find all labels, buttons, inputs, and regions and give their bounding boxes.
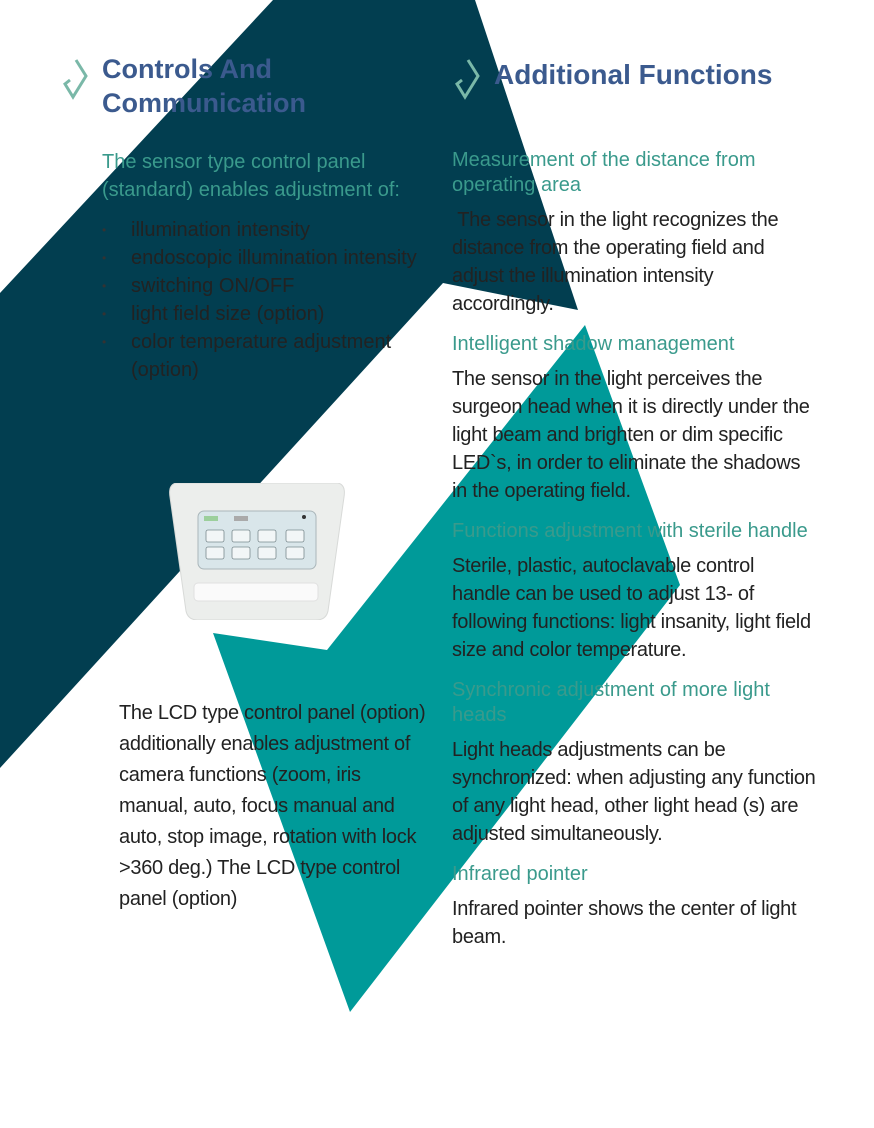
function-heading: Infrared pointer — [452, 863, 588, 885]
diamond-bullet-icon — [455, 59, 480, 100]
function-text: The sensor in the light perceives the su… — [452, 368, 810, 502]
function-text: Light heads adjustments can be synchroni… — [452, 739, 816, 845]
lcd-panel-description: The LCD type control panel (option) addi… — [119, 702, 426, 910]
function-section: Measurement of the distance from operati… — [452, 148, 817, 318]
section-title-additional: Additional Functions — [494, 59, 773, 90]
intro-text: The sensor type control panel (standard)… — [102, 151, 400, 201]
diamond-bullet-icon — [63, 59, 88, 100]
list-item: illumination intensity — [102, 216, 422, 244]
feature-list: illumination intensity endoscopic illumi… — [102, 216, 422, 384]
additional-functions-list: Measurement of the distance from operati… — [452, 148, 817, 965]
function-heading: Synchronic adjustment of more light head… — [452, 679, 770, 726]
list-item: endoscopic illumination intensity — [102, 244, 422, 272]
section-title-controls: Controls And Communication — [102, 54, 307, 118]
function-heading: Functions adjustment with sterile handle — [452, 520, 808, 542]
function-text: Sterile, plastic, autoclavable control h… — [452, 555, 811, 661]
function-section: Infrared pointer Infrared pointer shows … — [452, 862, 817, 951]
function-section: Functions adjustment with sterile handle… — [452, 519, 817, 664]
control-panel-image — [168, 482, 346, 621]
function-text: Infrared pointer shows the center of lig… — [452, 898, 797, 948]
function-heading: Intelligent shadow management — [452, 333, 735, 355]
list-item: light field size (option) — [102, 300, 422, 328]
list-item: switching ON/OFF — [102, 272, 422, 300]
function-section: Synchronic adjustment of more light head… — [452, 678, 817, 848]
function-text: The sensor in the light recognizes the d… — [452, 209, 784, 315]
function-heading: Measurement of the distance from operati… — [452, 149, 756, 196]
list-item: color temperature adjustment (option) — [102, 328, 422, 384]
teal-arrow-shape — [213, 325, 680, 1012]
navy-band-shape — [0, 0, 578, 768]
function-section: Intelligent shadow management The sensor… — [452, 332, 817, 505]
